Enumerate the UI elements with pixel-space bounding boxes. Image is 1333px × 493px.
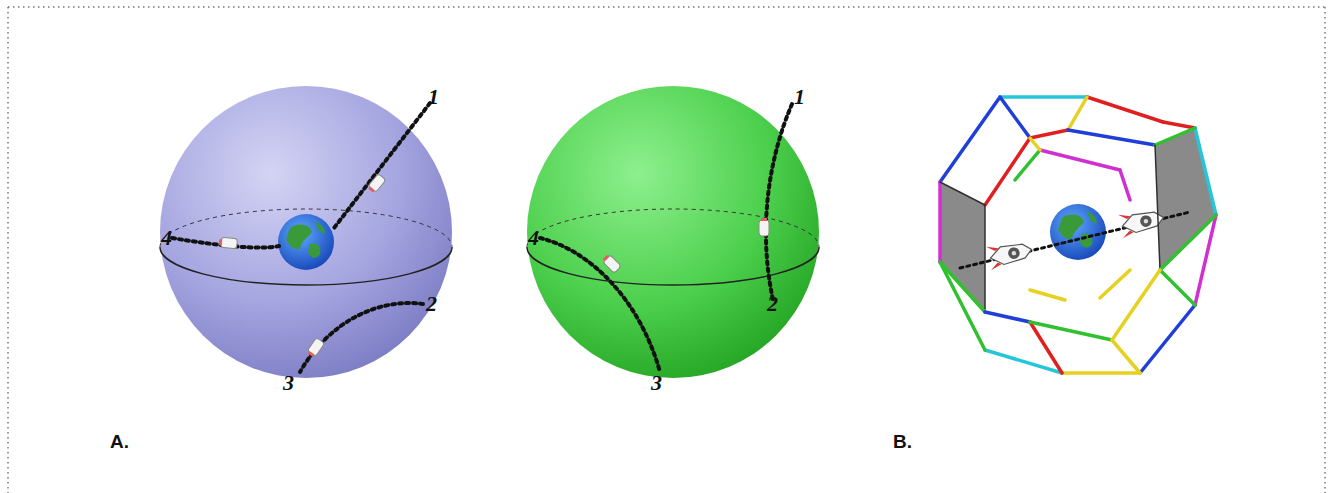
dodecahedron (940, 97, 1216, 373)
callout-number: 1 (428, 86, 439, 108)
callout-number: 1 (794, 86, 805, 108)
panel-label: A. (110, 432, 129, 451)
blue-sphere (160, 86, 452, 378)
callout-number: 2 (767, 293, 778, 315)
green-sphere (527, 86, 819, 378)
callout-number: 3 (283, 372, 294, 394)
frame (8, 7, 1325, 493)
callout-number: 4 (161, 227, 172, 249)
callout-number: 3 (651, 372, 662, 394)
panel-label: B. (893, 432, 912, 451)
callout-number: 2 (426, 293, 437, 315)
callout-number: 4 (528, 227, 539, 249)
